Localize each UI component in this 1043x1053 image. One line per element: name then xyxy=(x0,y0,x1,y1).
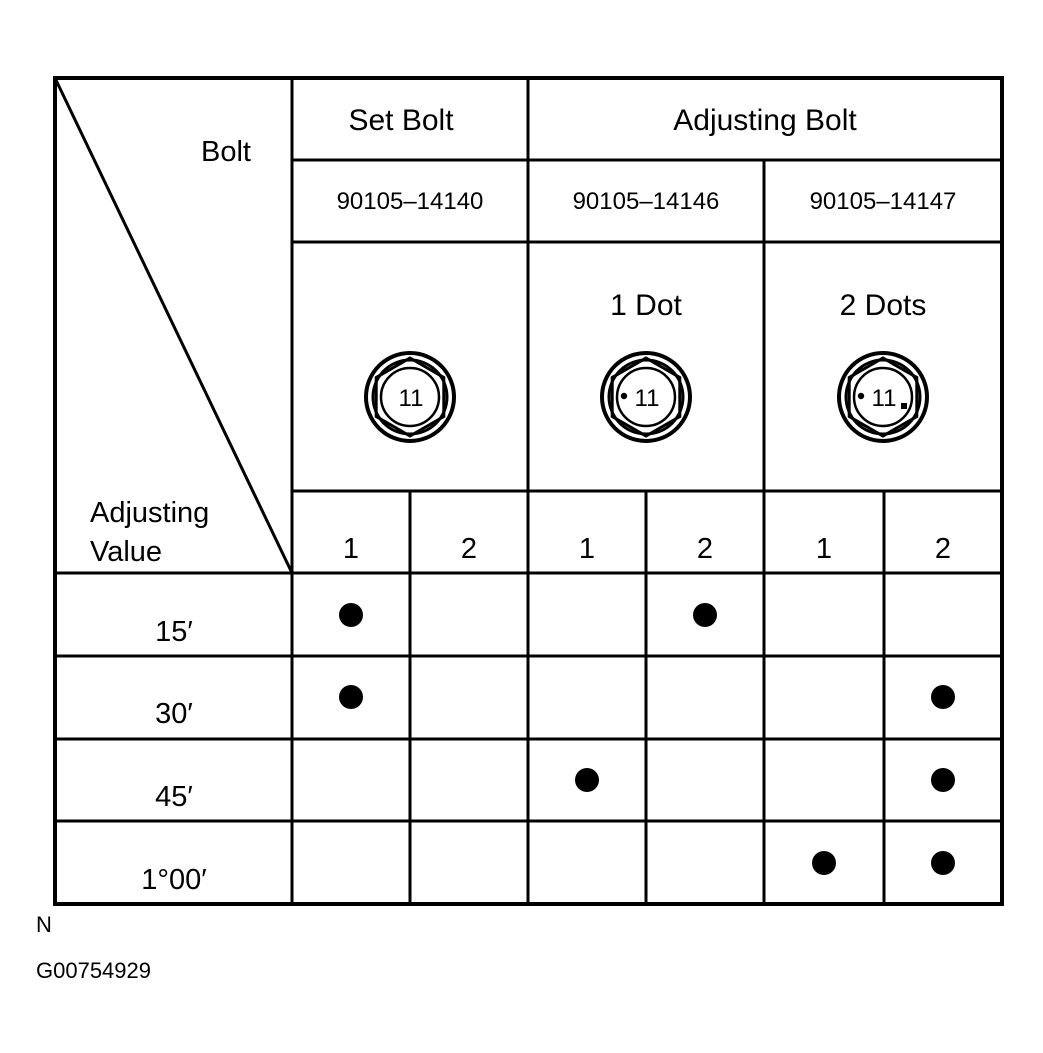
mark-label: 2 Dots xyxy=(840,289,927,322)
selection-dot xyxy=(575,768,599,792)
bolt-head-icon: 11 xyxy=(837,351,929,443)
adjusting-value-label: 30′ xyxy=(155,698,193,730)
position-label: 1 xyxy=(579,533,595,565)
selection-dot xyxy=(693,603,717,627)
bolt-head-number: 11 xyxy=(872,385,897,412)
position-label-row: 1 2 1 2 1 2 xyxy=(343,533,951,565)
identification-dot-icon xyxy=(857,392,865,400)
position-label: 1 xyxy=(816,533,832,565)
mark-label-row: 1 Dot 2 Dots xyxy=(610,289,926,322)
mark-label: 1 Dot xyxy=(610,289,682,322)
part-number: 90105–14140 xyxy=(337,188,484,215)
bolt-head-number: 11 xyxy=(635,385,660,412)
part-number-row: 90105–14140 90105–14146 90105–14147 xyxy=(337,188,957,215)
selection-dot xyxy=(931,685,955,709)
position-label: 2 xyxy=(461,533,477,565)
selection-dot xyxy=(339,603,363,627)
bolt-head-number: 11 xyxy=(399,385,424,412)
adjusting-value-label: 15′ xyxy=(155,616,193,648)
position-label: 1 xyxy=(343,533,359,565)
bolt-head-icon: 11 xyxy=(600,351,692,443)
part-number: 90105–14147 xyxy=(810,188,957,215)
selection-dot xyxy=(931,851,955,875)
header-set-bolt: Set Bolt xyxy=(348,104,454,137)
bolt-head-row: 11 11 11 xyxy=(364,351,929,443)
selection-dot xyxy=(931,768,955,792)
position-label: 2 xyxy=(697,533,713,565)
table-grid xyxy=(53,76,1004,906)
adjusting-value-label: 45′ xyxy=(155,781,193,813)
identification-dot-icon xyxy=(901,403,907,409)
header-adjusting-bolt: Adjusting Bolt xyxy=(673,104,857,137)
corner-label-adjusting: Adjusting xyxy=(90,497,209,529)
adjusting-value-label: 1°00′ xyxy=(141,864,206,896)
figure-id: G00754929 xyxy=(36,958,151,983)
bolt-head-icon: 11 xyxy=(364,351,456,443)
selection-dot xyxy=(812,851,836,875)
part-number: 90105–14146 xyxy=(573,188,720,215)
adjusting-value-column: 15′ 30′ 45′ 1°00′ xyxy=(141,616,206,896)
corner-label-value: Value xyxy=(90,536,162,568)
selection-matrix xyxy=(339,603,955,875)
position-label: 2 xyxy=(935,533,951,565)
selection-dot xyxy=(339,685,363,709)
orientation-mark: N xyxy=(36,912,52,937)
corner-diagonal xyxy=(53,77,294,574)
identification-dot-icon xyxy=(620,392,628,400)
corner-label-bolt: Bolt xyxy=(201,136,251,168)
